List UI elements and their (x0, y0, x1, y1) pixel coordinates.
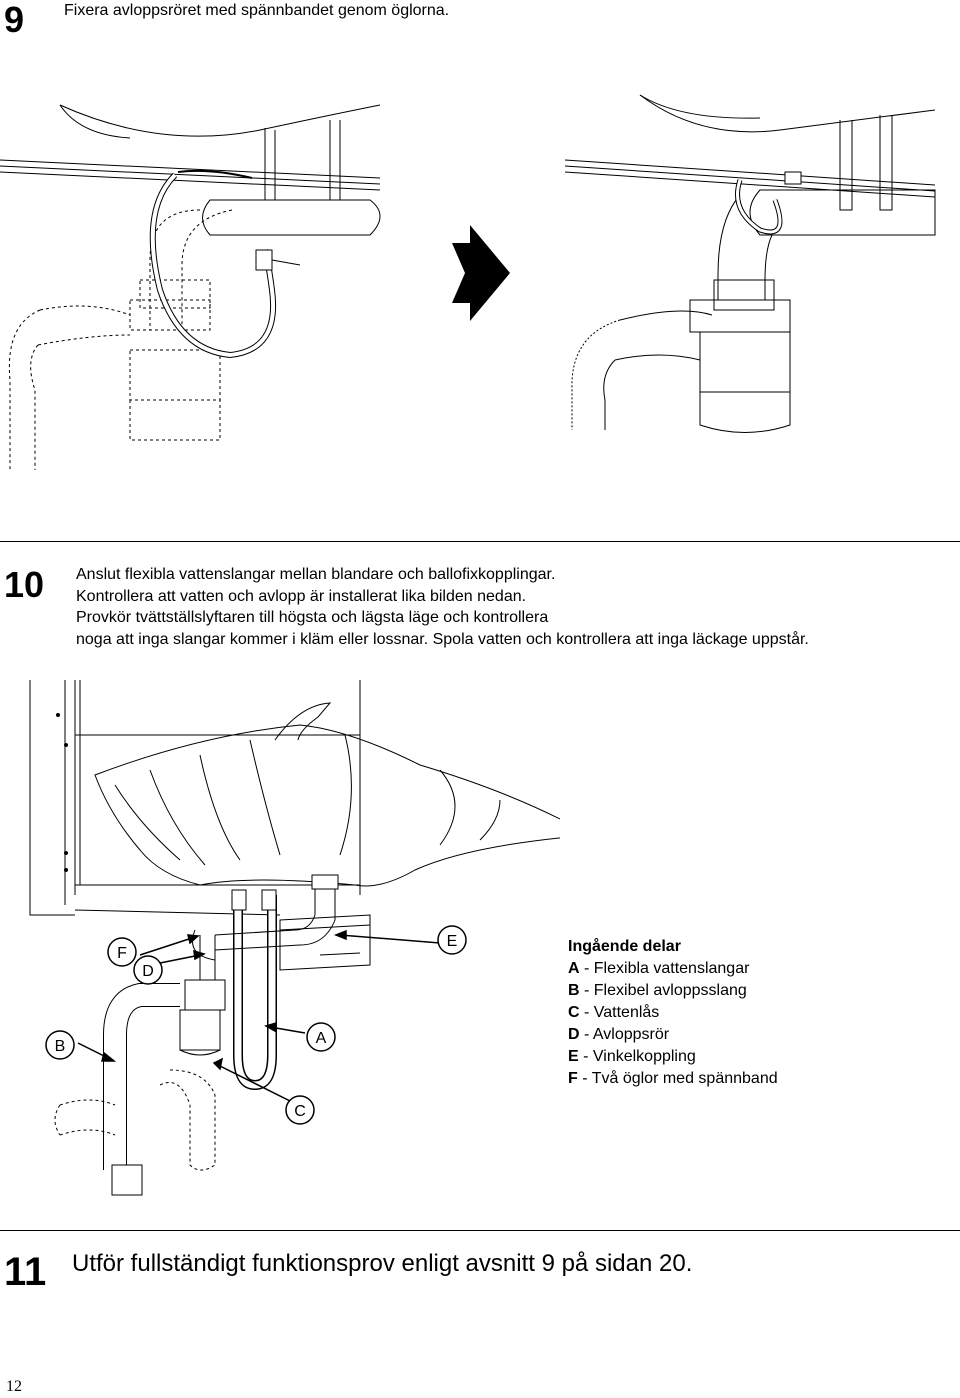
parts-item: A - Flexibla vattenslangar (568, 960, 750, 977)
step-9-text: Fixera avloppsröret med spännbandet geno… (64, 2, 450, 19)
after-drawing (564, 94, 936, 433)
divider (0, 1230, 960, 1231)
arrow-right-icon (452, 225, 510, 321)
page-number: 12 (6, 1378, 22, 1395)
step-11-text: Utför fullständigt funktionsprov enligt … (72, 1250, 693, 1277)
callout-c: C (294, 1103, 306, 1120)
step-10-line: Provkör tvättställslyftaren till högsta … (76, 609, 549, 626)
step-9-illustration (0, 94, 936, 470)
step-11-number: 11 (4, 1250, 47, 1294)
parts-item: B - Flexibel avloppsslang (568, 982, 747, 999)
step-10-line: Anslut flexibla vattenslangar mellan bla… (76, 566, 556, 583)
step-10-number: 10 (4, 564, 45, 605)
callout-b: B (55, 1038, 66, 1055)
step-10-line: noga att inga slangar kommer i kläm elle… (76, 630, 809, 648)
parts-title: Ingående delar (568, 938, 681, 955)
parts-list: Ingående delar A - Flexibla vattenslanga… (568, 936, 778, 1090)
before-drawing (0, 104, 381, 470)
parts-item: C - Vattenlås (568, 1004, 660, 1021)
sink-diagram: F D E B A C (29, 680, 560, 1196)
parts-item: D - Avloppsrör (568, 1026, 670, 1043)
step-10-line: Kontrollera att vatten och avlopp är ins… (76, 587, 527, 605)
callout-a: A (316, 1030, 327, 1047)
step-9-number: 9 (4, 0, 25, 40)
divider (0, 541, 960, 542)
parts-item: E - Vinkelkoppling (568, 1048, 696, 1065)
step-10-text: Anslut flexibla vattenslangar mellan bla… (76, 564, 809, 650)
callout-e: E (447, 933, 458, 950)
parts-item: F - Två öglor med spännband (568, 1070, 778, 1087)
callout-f: F (117, 945, 127, 962)
callout-d: D (142, 963, 154, 980)
